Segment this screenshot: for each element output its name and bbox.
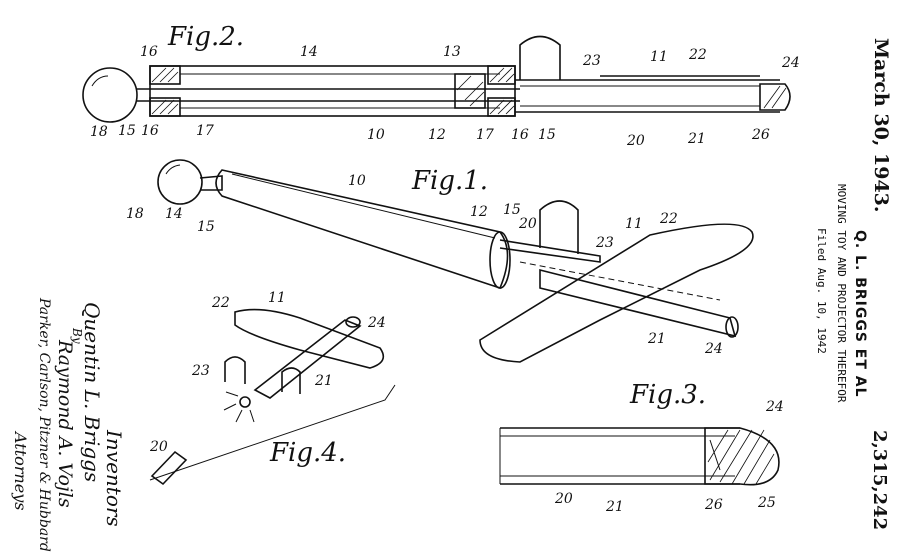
header-filed: Filed Aug. 10, 1942 [815,228,828,354]
ref-fig2-13: 13 [443,45,461,59]
ref-fig1-12: 12 [470,205,488,219]
ref-fig2-20: 20 [627,134,645,148]
ref-fig2-16b: 16 [141,124,159,138]
fig3-drawing [500,428,779,485]
ref-fig2-15b: 15 [538,128,556,142]
ref-fig4-24: 24 [368,316,386,330]
ref-fig2-12: 12 [428,128,446,142]
ref-fig1-21: 21 [648,332,666,346]
ref-fig1-14: 14 [165,207,183,221]
signature-inventor-2: Raymond A. Vojls [54,340,76,508]
ref-fig2-21: 21 [688,132,706,146]
ref-fig1-11: 11 [625,217,643,231]
ref-fig2-22: 22 [689,48,707,62]
ref-fig2-16c: 16 [511,128,529,142]
ref-fig2-18: 18 [90,125,108,139]
ref-fig1-18: 18 [126,207,144,221]
ref-fig1-20: 20 [519,217,537,231]
ref-fig2-26: 26 [752,128,770,142]
ref-fig3-25: 25 [758,496,776,510]
ref-fig1-24: 24 [705,342,723,356]
ref-fig4-21: 21 [315,374,333,388]
ref-fig3-20: 20 [555,492,573,506]
header-inventors: Q. L. BRIGGS ET AL [852,230,868,398]
fig3-label: Fig.3. [630,380,706,410]
ref-fig1-10: 10 [348,174,366,188]
ref-fig2-23: 23 [583,54,601,68]
ref-fig1-23: 23 [596,236,614,250]
fig2-label: Fig.2. [168,22,244,52]
fig1-label: Fig.1. [412,166,488,196]
ref-fig3-21: 21 [606,500,624,514]
fig1-ball-knob [158,160,202,204]
ref-fig3-26: 26 [705,498,723,512]
ref-fig2-24: 24 [782,56,800,70]
fig2-ball-knob [83,68,137,122]
ref-fig2-15a: 15 [118,124,136,138]
fig2-fin [520,37,560,81]
ref-fig3-24: 24 [766,400,784,414]
ref-fig2-10: 10 [367,128,385,142]
signature-firm: Parker, Carlson, Pitzner & Hubbard [36,298,52,552]
ref-fig2-14: 14 [300,45,318,59]
ref-fig2-11: 11 [650,50,668,64]
ref-fig1-15a: 15 [197,220,215,234]
signature-inventors-heading: Inventors [102,430,126,527]
header-date: March 30, 1943. [870,38,892,213]
header-patent-number: 2,315,242 [869,430,890,530]
ref-fig4-11: 11 [268,291,286,305]
ref-fig2-17a: 17 [196,124,214,138]
ref-fig4-22: 22 [212,296,230,310]
ref-fig2-17b: 17 [476,128,494,142]
ref-fig2-16a: 16 [140,45,158,59]
header-title: MOVING TOY AND PROJECTOR THEREFOR [835,184,848,403]
ref-fig1-22: 22 [660,212,678,226]
ref-fig4-20: 20 [150,440,168,454]
fig4-label: Fig.4. [270,438,346,468]
ref-fig4-23: 23 [192,364,210,378]
ref-fig1-15b: 15 [503,203,521,217]
signature-attorneys: Attorneys [11,432,30,510]
